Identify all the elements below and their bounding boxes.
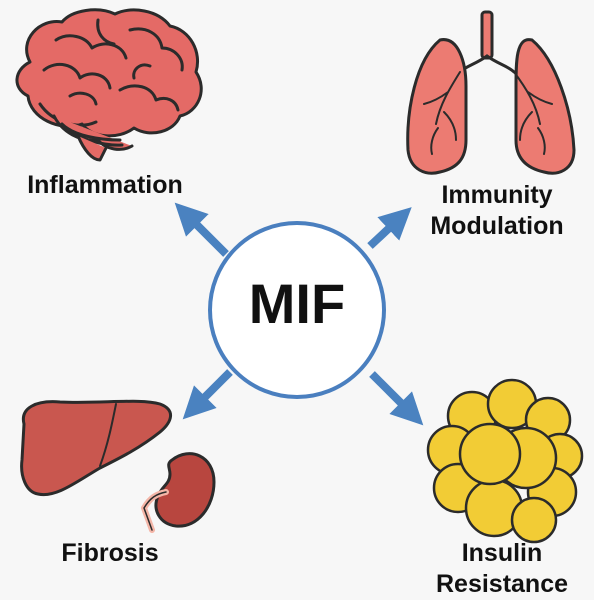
arrow-to-fibrosis (182, 369, 233, 420)
fibrosis-label: Fibrosis (61, 539, 159, 567)
arrows (174, 202, 424, 426)
insulin-resistance-label: Insulin Resistance (410, 538, 594, 600)
arrow-to-insulin (369, 371, 424, 426)
immunity-label-line2: Modulation (430, 212, 564, 240)
arrow-to-inflammation (174, 202, 229, 257)
immunity-modulation-label: Immunity Modulation (400, 180, 594, 242)
liver-kidney-icon (20, 399, 216, 533)
arrow-to-immunity (367, 207, 412, 249)
lungs-icon (406, 10, 576, 175)
insulin-label-line2: Resistance (435, 570, 569, 598)
insulin-label-line1: Insulin (461, 539, 543, 567)
inflammation-label: Inflammation (27, 171, 183, 199)
mif-center-circle (208, 221, 386, 399)
mif-label: MIF (248, 272, 346, 335)
brain-icon (15, 8, 203, 162)
immunity-label-line1: Immunity (441, 181, 553, 209)
fat-cells-icon (426, 378, 584, 544)
